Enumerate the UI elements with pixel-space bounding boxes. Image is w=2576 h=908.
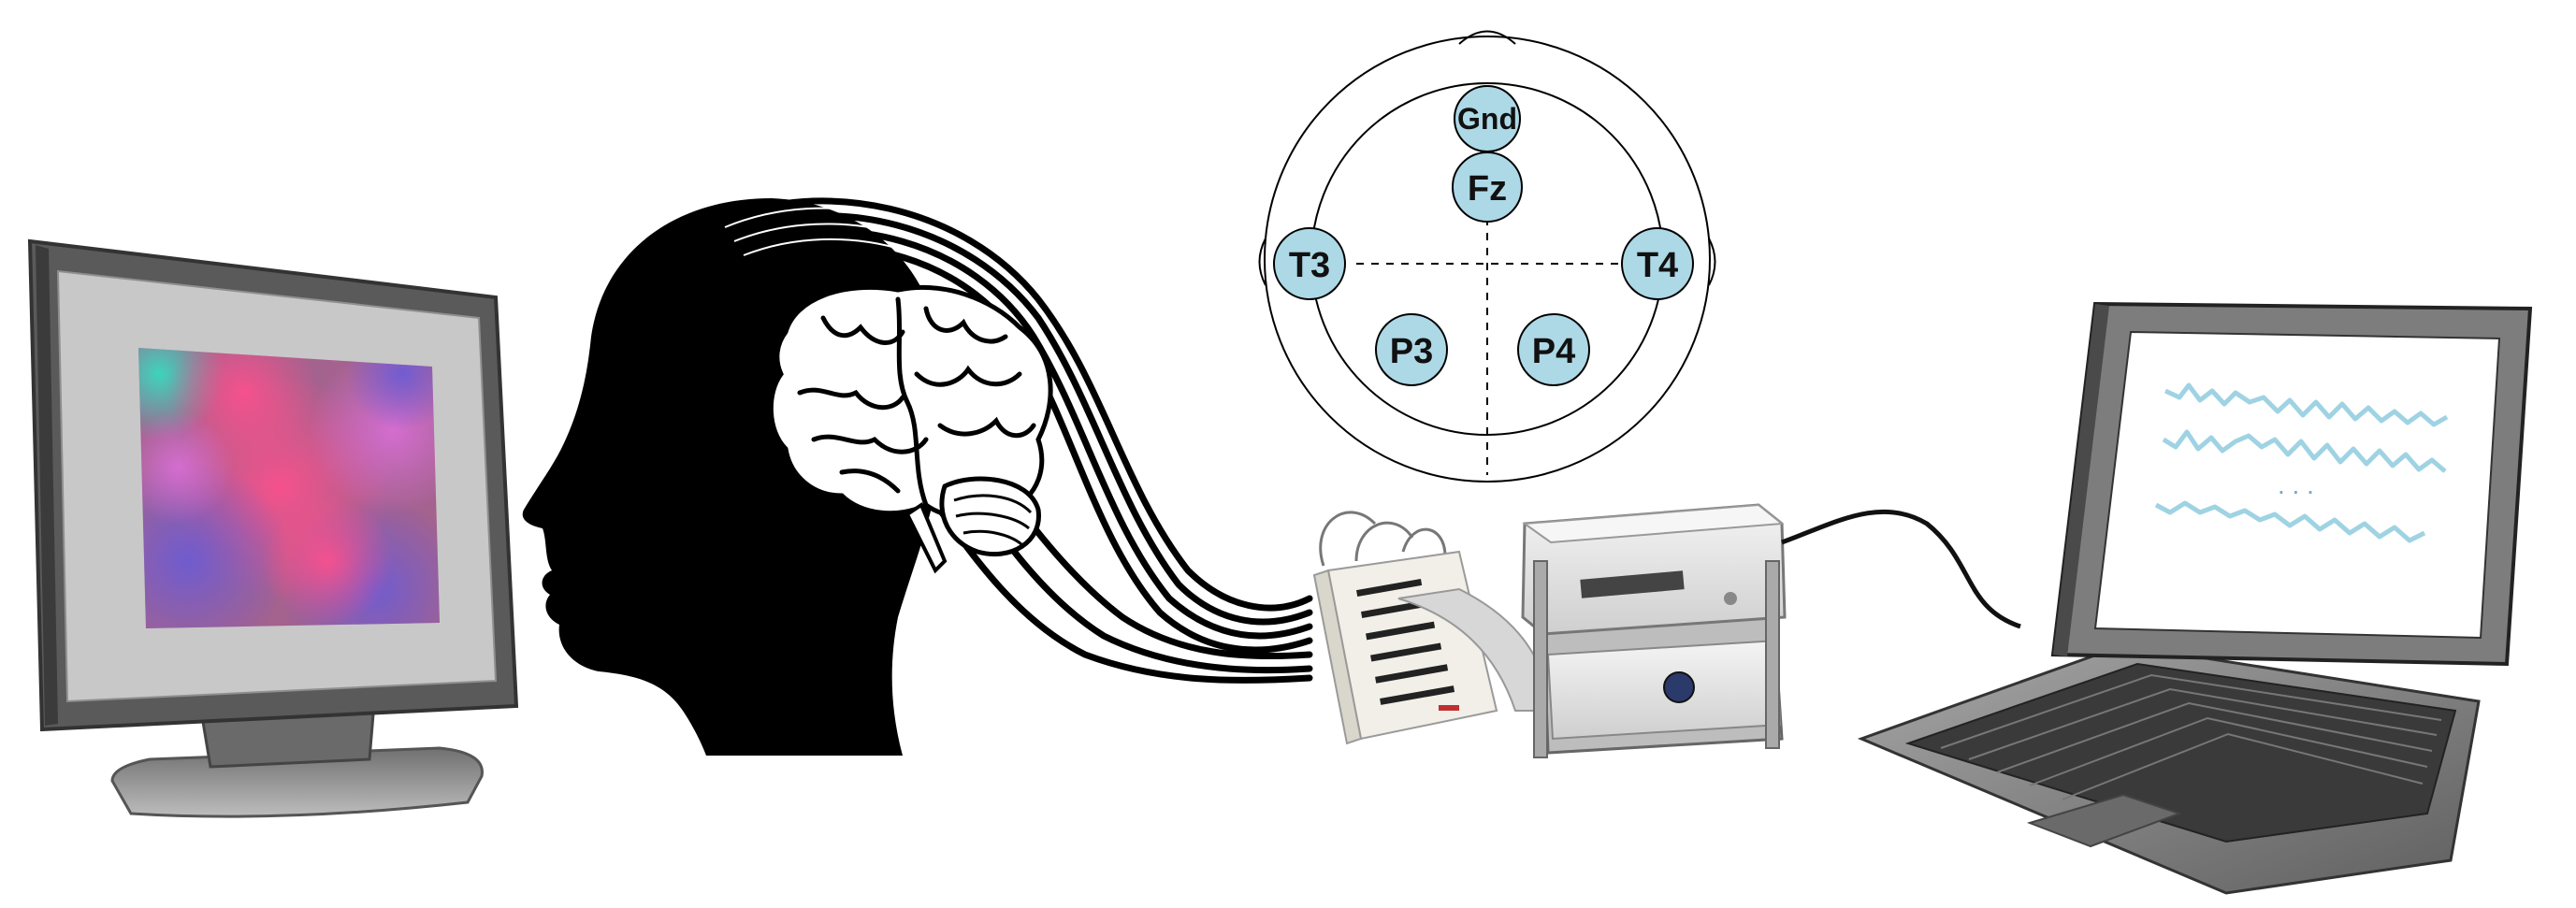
- electrode-p3: P3: [1375, 313, 1448, 386]
- eeg-traces: [2154, 382, 2449, 543]
- usb-cable: [1781, 509, 2021, 629]
- keyboard: [1940, 673, 2442, 800]
- svg-text:Fz: Fz: [1468, 169, 1507, 209]
- electrode-p4: P4: [1517, 313, 1590, 386]
- laptop-icon: . . .: [1857, 301, 2533, 895]
- head-with-brain-icon: [522, 197, 1313, 756]
- eeg-amplifier-icon: [1521, 503, 1787, 758]
- signal-ellipsis: . . .: [2278, 470, 2314, 499]
- electrode-fz: Fz: [1452, 151, 1523, 223]
- svg-text:T3: T3: [1289, 246, 1330, 285]
- desktop-monitor-icon: [27, 238, 519, 818]
- svg-text:P4: P4: [1532, 332, 1575, 371]
- svg-text:Gnd: Gnd: [1457, 102, 1517, 136]
- brain-icon: [768, 284, 1053, 574]
- electrode-map-icon: Gnd Fz T3 T4 P3 P4: [1258, 30, 1716, 483]
- electrode-t3: T3: [1273, 227, 1346, 300]
- electrode-t4: T4: [1621, 227, 1694, 300]
- svg-text:T4: T4: [1637, 246, 1678, 285]
- svg-text:P3: P3: [1390, 332, 1433, 371]
- touchpad: [2026, 793, 2183, 848]
- visual-stimulus-image: [138, 348, 440, 628]
- electrode-gnd: Gnd: [1454, 85, 1521, 152]
